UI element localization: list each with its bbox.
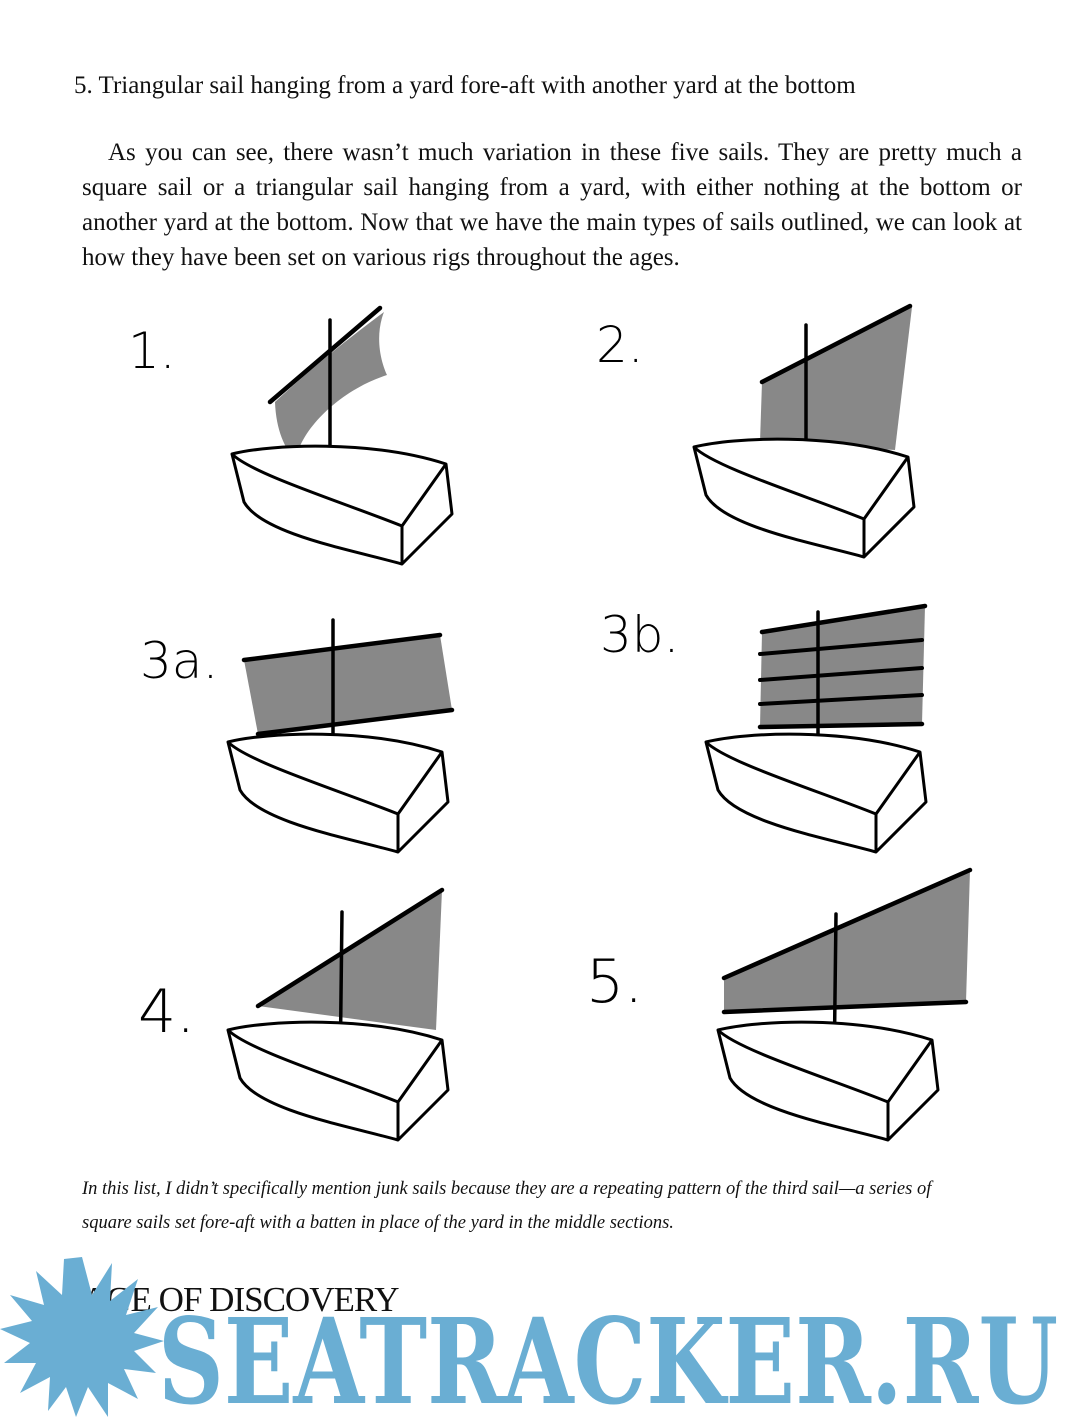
watermark: SEATRACKER.RU	[0, 1257, 1058, 1425]
sun-burst-icon	[0, 1257, 164, 1417]
sail-diagram-2: 2.	[596, 303, 916, 559]
sail-diagram-5: 5.	[586, 867, 973, 1142]
label-sail-2: 2.	[596, 316, 644, 374]
watermark-text: SEATRACKER.RU	[158, 1292, 1058, 1425]
list-item-5: 5. Triangular sail hanging from a yard f…	[74, 72, 856, 99]
sail-diagram-3a: 3a.	[140, 618, 455, 854]
figure-caption: In this list, I didn’t specifically ment…	[82, 1179, 932, 1233]
label-sail-3a: 3a.	[140, 632, 218, 690]
label-sail-1: 1.	[128, 322, 176, 380]
label-sail-3b: 3b.	[600, 606, 679, 664]
sail-types-figure: 1. 2. 3a. 3b. 4.	[128, 303, 973, 1142]
sail-diagram-1: 1.	[128, 305, 454, 566]
sail-diagram-3b: 3b.	[600, 603, 928, 854]
label-sail-4: 4.	[138, 977, 195, 1047]
label-sail-5: 5.	[586, 947, 643, 1017]
body-paragraph: As you can see, there wasn’t much variat…	[82, 139, 1022, 271]
sail-diagram-4: 4.	[138, 887, 450, 1142]
